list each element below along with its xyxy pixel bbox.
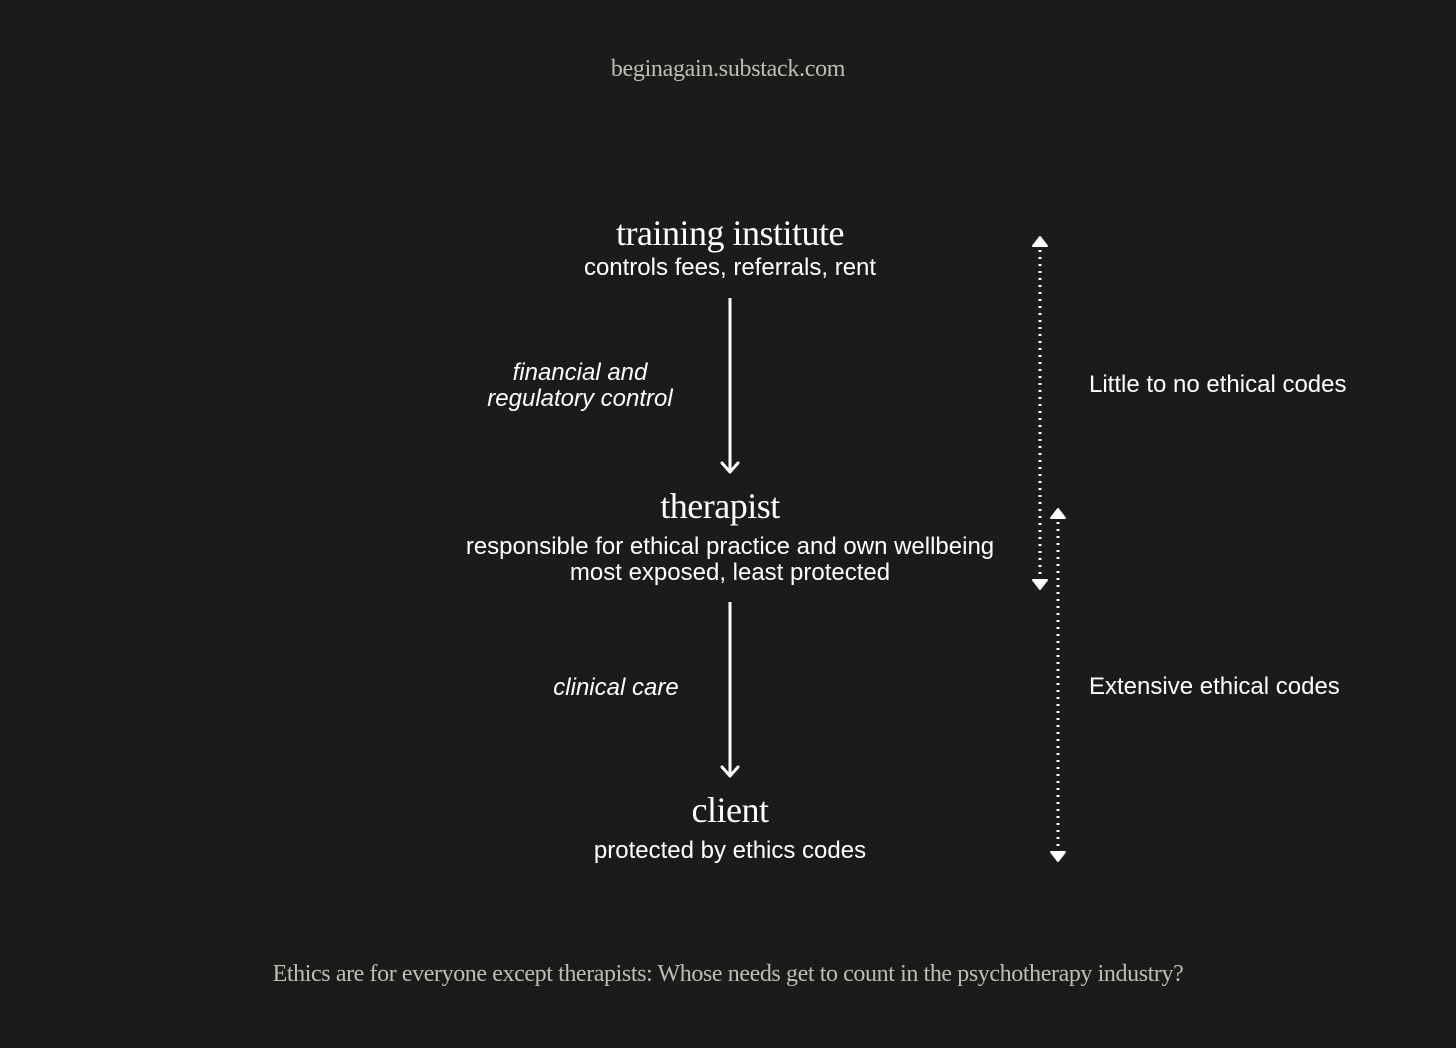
source-attribution: beginagain.substack.com bbox=[610, 56, 846, 82]
node-institute-subtitle: controls fees, referrals, rent bbox=[583, 254, 877, 281]
edge-label-line: financial and bbox=[512, 359, 648, 386]
figure-caption: Ethics are for everyone except therapist… bbox=[272, 961, 1184, 987]
arrow-therapist-to-client bbox=[720, 602, 740, 778]
range-arrow-lower bbox=[1050, 508, 1066, 862]
node-therapist-subtitle-2: most exposed, least protected bbox=[569, 559, 891, 586]
edge-label-line: regulatory control bbox=[487, 385, 673, 412]
node-institute-title: training institute bbox=[616, 213, 844, 253]
range-arrow-upper bbox=[1032, 236, 1048, 590]
node-therapist-subtitle-1: responsible for ethical practice and own… bbox=[465, 533, 995, 560]
arrow-institute-to-therapist bbox=[720, 298, 740, 474]
range-label-upper: Little to no ethical codes bbox=[1089, 371, 1347, 398]
edge-label-clinical-care: clinical care bbox=[553, 674, 679, 701]
edge-label-financial-control: financial and regulatory control bbox=[430, 360, 730, 412]
range-label-lower: Extensive ethical codes bbox=[1089, 673, 1340, 700]
node-therapist-title: therapist bbox=[660, 486, 780, 526]
node-client-title: client bbox=[691, 790, 769, 830]
node-client-subtitle: protected by ethics codes bbox=[593, 837, 867, 864]
